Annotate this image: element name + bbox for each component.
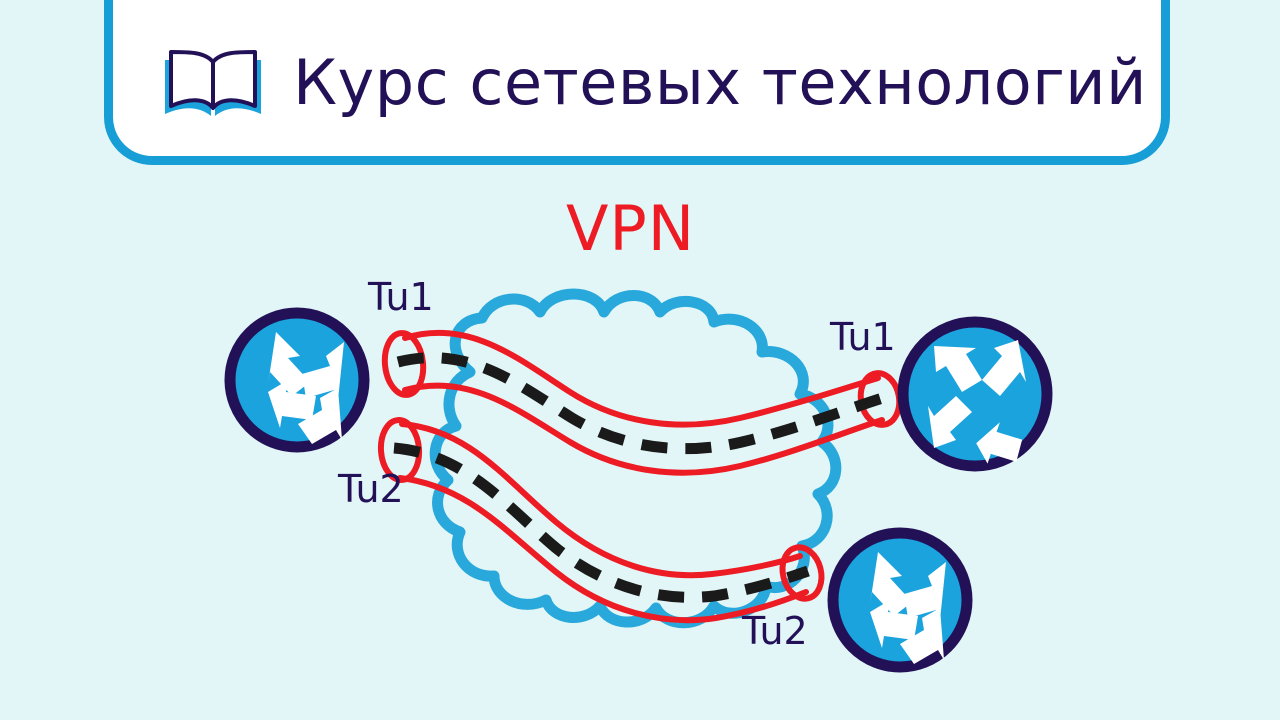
tunnel-2-right-label: Tu2	[742, 609, 808, 653]
tunnel-1-right-label: Tu1	[830, 315, 896, 359]
router-right-top[interactable]	[897, 316, 1053, 476]
tunnel-2-left-label: Tu2	[338, 467, 404, 511]
open-book-icon	[165, 50, 261, 116]
page-title: Курс сетевых технологий	[293, 46, 1147, 119]
tunnel-2-right-opening	[779, 544, 825, 602]
tunnel-2-dashed-path	[393, 442, 810, 603]
tunnel-1-left-label: Tu1	[368, 275, 434, 319]
tunnel-2	[377, 417, 825, 624]
network-cloud	[429, 288, 842, 629]
router-left[interactable]	[224, 307, 370, 453]
title-card: Курс сетевых технологий	[104, 0, 1170, 165]
tunnel-1-dashed-path	[396, 352, 888, 455]
title-row: Курс сетевых технологий	[159, 40, 1147, 126]
vpn-title: VPN	[566, 192, 696, 265]
router-right-bottom[interactable]	[827, 527, 973, 673]
tunnel-1	[381, 329, 903, 476]
